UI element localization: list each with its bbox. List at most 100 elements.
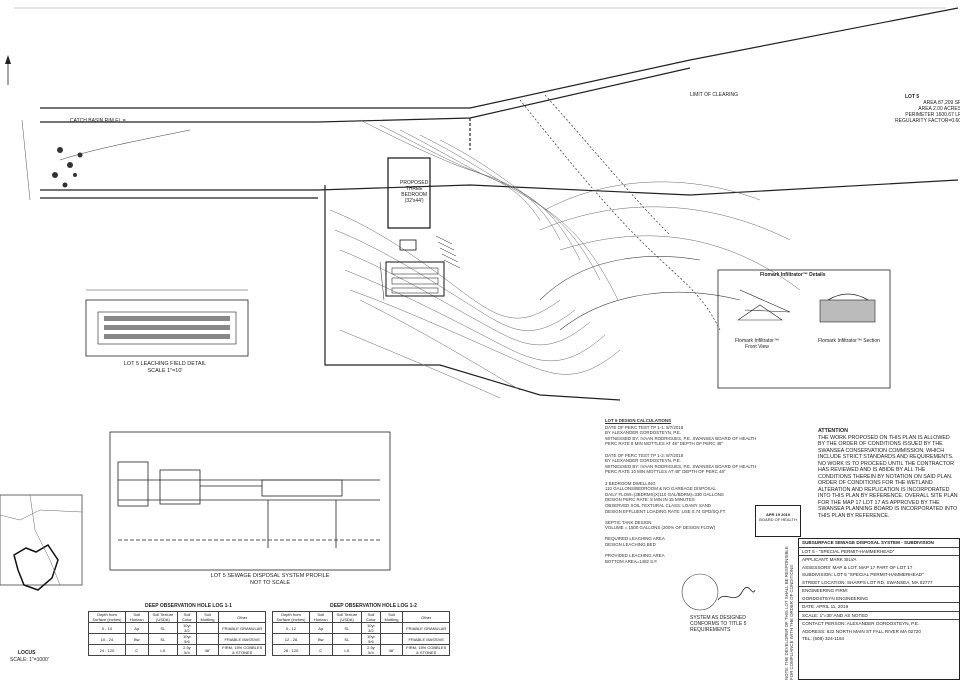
soil-log-cell: FRIABLE GRANULAR xyxy=(218,622,266,634)
title-block-street: STREET LOCATION: SHARPS LOT RD, SWANSEA,… xyxy=(799,579,959,587)
soil-log-cell: SL xyxy=(147,622,179,634)
calc-line: DESIGN EFFLUENT LOADING RATE: USE 0.74 G… xyxy=(605,508,727,514)
calc-line: BY ALEXANDER GORDOSTEYN, P.E. xyxy=(605,458,681,464)
property-lines xyxy=(40,7,959,401)
system-conforms-note: SYSTEM AS DESIGNED CONFORMS TO TITLE 5 R… xyxy=(690,615,747,633)
soil-log-cell: SL xyxy=(331,633,363,645)
septic-tank-plan xyxy=(399,239,417,251)
design-calculations: LOT 5 DESIGN CALCULATIONS DATE OF PERC T… xyxy=(605,418,790,564)
title-block-address: ADDRESS: 622 NORTH MAIN ST FALL RIVER MA… xyxy=(802,628,921,634)
infiltrator-front-view: Flomark Infiltrator™ Front View xyxy=(735,338,779,350)
north-arrow xyxy=(5,55,11,85)
locus-label: LOCUS xyxy=(18,650,36,656)
proposed-house xyxy=(387,157,431,229)
soil-log-cell xyxy=(195,622,220,634)
soil-log-cell: Bw xyxy=(308,633,333,645)
stamp-date: APR 19 2019 xyxy=(765,512,790,517)
soil-log-cell: Bw xyxy=(124,633,149,645)
calc-line: OBSERVED SOIL TEXTURAL CLASS: LOAMY SAND xyxy=(605,502,712,508)
calc-line: VOLUME = 1500 GALLONS (200% OF DESIGN FL… xyxy=(605,525,715,531)
leach-field-detail xyxy=(85,289,249,357)
soil-log-cell: 28 - 120 xyxy=(272,644,310,656)
calc-line: PERC RATE 10 MIN MOTTLES AT 48" DEPTH OF… xyxy=(605,469,726,475)
slope-hatching xyxy=(379,235,461,301)
soil-log-cell: Ap xyxy=(124,622,149,634)
soil-log-cell: 10 - 24 xyxy=(88,633,126,645)
soil-log-cell: 12 - 28 xyxy=(272,633,310,645)
calc-line: PERC RATE 8 MIN MOTTLES AT 48" DEPTH OF … xyxy=(605,441,724,447)
attention-block: ATTENTION THE WORK PROPOSED ON THIS PLAN… xyxy=(818,428,958,519)
title-block-date: DATE: APRIL 11, 2019 xyxy=(799,603,959,612)
lot-area-label: AREA 87,209 SF AREA 2.00 ACRES PERIMETER… xyxy=(895,100,960,124)
soil-log-cell: 0 - 12 xyxy=(272,622,310,634)
title-block-phone: TEL: (508) 324-1164 xyxy=(802,636,845,641)
title-block-firm-name: GORDOSTEYN ENGINEERING xyxy=(799,595,959,603)
locus-scale: SCALE: 1"=1000' xyxy=(10,657,49,663)
soil-log-header: Soil Texture (USDA) xyxy=(147,611,179,623)
limit-of-clearing-label: LIMIT OF CLEARING xyxy=(690,92,738,98)
calc-line: DESIGN LEACHING BED xyxy=(605,542,656,548)
driveway-edge xyxy=(59,129,191,161)
wetland-line xyxy=(519,94,721,331)
leach-detail-scale: SCALE 1"=10' xyxy=(147,368,183,374)
calc-line: DATE OF PERC TEST TP 1-1: 8/7/2018 xyxy=(605,424,684,430)
soil-log-cell xyxy=(379,622,404,634)
attention-title: ATTENTION xyxy=(818,428,848,434)
calcs-title: LOT 5 DESIGN CALCULATIONS xyxy=(605,418,672,423)
catch-basin-label: CATCH BASIN RIM EL.= xyxy=(70,118,126,124)
soil-log-cell: 10yr 3/2 xyxy=(177,622,197,634)
soil-log-header: Other xyxy=(402,611,450,623)
title-block-lot: LOT 5 - "SPECIAL PERMIT-HAMMERHEAD" xyxy=(799,548,959,556)
title-block: SUBSURFACE SEWAGE DISPOSAL SYSTEM - SUBD… xyxy=(798,538,960,680)
profile-scale: NOT TO SCALE xyxy=(249,580,291,586)
soil-log-cell: C xyxy=(308,644,333,656)
soil-log-cell: 48" xyxy=(195,644,220,656)
calc-line: 110 GALLONS/BEDROOM & NO GARBAGE DISPOSA… xyxy=(605,486,716,492)
soil-log-cell: SL xyxy=(331,622,363,634)
calc-line: 3 BEDROOM DWELLING xyxy=(605,480,656,486)
profile-title: LOT 5 SEWAGE DISPOSAL SYSTEM PROFILE xyxy=(210,573,330,579)
soil-log-cell: SL xyxy=(147,633,179,645)
soil-log-cell: 10yr 3/2 xyxy=(361,622,381,634)
soil-log-cell: 2.5y 5/4 xyxy=(361,644,381,656)
calc-line: WITNESSED BY: IVAAN RODRIGUES, P.E. SWAN… xyxy=(605,435,757,441)
soil-log-cell: C xyxy=(124,644,149,656)
soil-log-left-title: DEEP OBSERVATION HOLE LOG 1-1 xyxy=(145,603,232,609)
soil-log-header: Soil Horizon xyxy=(124,611,149,623)
calc-line: BY ALEXANDER GORDOSTEYN, P.E. xyxy=(605,430,681,436)
soil-log-header: Soil Color xyxy=(361,611,381,623)
soil-log-cell: 10yr 5/6 xyxy=(361,633,381,645)
engineer-signature xyxy=(717,586,756,601)
leach-detail-title: LOT 5 LEACHING FIELD DETAIL xyxy=(123,361,207,367)
soil-log-cell: FRIABLE MASSIVE xyxy=(402,633,450,645)
soil-log-header: Soil Horizon xyxy=(308,611,333,623)
calc-line: DATE OF PERC TEST TP 1-2: 8/7/2018 xyxy=(605,452,684,458)
title-block-subdivision: SUBDIVISION: LOT 5 "SPECIAL PERMIT-HAMME… xyxy=(802,572,924,577)
title-block-assessor: ASSESSORS' MAP & LOT: MAP 17 PART OF LOT… xyxy=(802,564,913,570)
calc-line: PROVIDED LEACHING AREA xyxy=(605,553,665,559)
calc-line: BOTTOM AREA=1482 S.F. xyxy=(605,558,658,564)
vegetation-symbols xyxy=(52,147,83,188)
soil-log-header: Depth from Surface (inches) xyxy=(272,611,310,623)
soil-log-right-title: DEEP OBSERVATION HOLE LOG 1-2 xyxy=(330,603,417,609)
board-of-health-stamp: APR 19 2019 BOARD OF HEALTH xyxy=(755,505,801,537)
soil-log-cell: FRIABLE GRANULAR xyxy=(402,622,450,634)
calc-line: WITNESSED BY: IVAAN RODRIGUES, P.E. SWAN… xyxy=(605,463,757,469)
calc-line: SEPTIC TANK DESIGN xyxy=(605,519,652,525)
soil-log-cell: LS xyxy=(147,644,179,656)
title-block-firm-label: ENGINEERING FIRM: xyxy=(802,588,848,593)
calc-line: DESIGN PERC RATE: 8 MIN IN 15 MINUTES xyxy=(605,497,695,503)
soil-log-cell: 2.5y 5/4 xyxy=(177,644,197,656)
calc-line: REQUIRED LEACHING AREA xyxy=(605,536,665,542)
soil-log-header: Depth from Surface (inches) xyxy=(88,611,126,623)
soil-log-cell: 0 - 10 xyxy=(88,622,126,634)
